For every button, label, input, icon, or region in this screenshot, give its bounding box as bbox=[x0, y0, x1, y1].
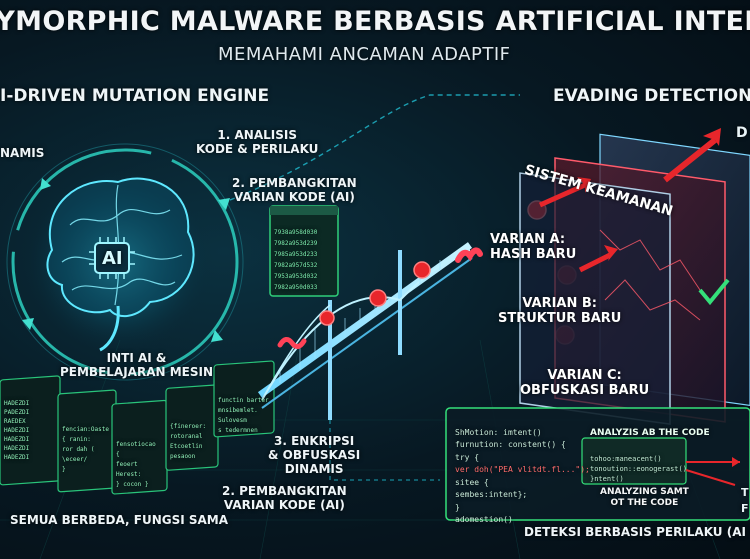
code-line: } bbox=[455, 502, 460, 512]
variant-b-label: VARIAN B: STRUKTUR BARU bbox=[498, 296, 622, 326]
ai-badge: AI bbox=[102, 248, 123, 269]
code-line: adomestion() bbox=[455, 515, 513, 524]
page-subtitle: MEMAHAMI ANCAMAN ADAPTIF bbox=[218, 44, 511, 65]
check-icon bbox=[698, 278, 730, 306]
edge-label-t: T bbox=[741, 486, 749, 499]
variant-a-label: VARIAN A: HASH BARU bbox=[490, 232, 577, 262]
step-3-label: 3. ENKRIPSI & OBFUSKASI DINAMIS bbox=[268, 434, 361, 476]
analysis-sub: ANALYZING SAMT OT THE CODE bbox=[600, 487, 689, 508]
right-section-heading: EVADING DETECTION bbox=[553, 86, 750, 106]
hex-line: 7985a953d233 bbox=[274, 251, 318, 258]
hex-line: 7982a957d532 bbox=[274, 262, 318, 269]
virus-icon bbox=[369, 289, 387, 307]
hex-line: 7953a953d032 bbox=[274, 273, 318, 280]
code-line: sitee { bbox=[455, 477, 489, 487]
ai-chip bbox=[94, 242, 130, 274]
ring-arrow-icon bbox=[22, 318, 34, 330]
red-arrows bbox=[538, 128, 721, 273]
behavior-code-block: ShMotion: imtent() furnution: constent()… bbox=[455, 414, 590, 527]
code-line: sembes:intent}; bbox=[455, 490, 528, 499]
hex-line: 7982a953d239 bbox=[274, 240, 318, 247]
hex-line: 7982a950d033 bbox=[274, 284, 318, 291]
edge-label-f: F bbox=[741, 502, 749, 515]
step-2-label: 2. PEMBANGKITAN VARIAN KODE (AI) bbox=[232, 176, 357, 204]
code-card-stack bbox=[0, 360, 275, 495]
code-line: furnution: constent() { bbox=[455, 440, 566, 449]
left-section-heading: I-DRIVEN MUTATION ENGINE bbox=[0, 86, 270, 106]
mutation-cycle-ring bbox=[6, 143, 244, 381]
worm-icon bbox=[455, 247, 483, 263]
ai-brain-illustration bbox=[23, 167, 213, 357]
code-line: tonoution::eonogerast() bbox=[590, 465, 687, 473]
card-3-text: fensotiocao { feoert Herest: } cocon } bbox=[116, 441, 156, 488]
variant-c-label: VARIAN C: OBFUSKASI BARU bbox=[520, 368, 650, 398]
code-line: ver doh("PEA vlitdt.fl..."); bbox=[455, 465, 590, 474]
behavior-detection-label: DETEKSI BERBASIS PERILAKU (AI & bbox=[524, 525, 750, 539]
card-5-text: functin barter mnsibemlet. Sulovesm s te… bbox=[218, 397, 269, 434]
hex-code-text: 7938a958d030 7982a953d239 7985a953d233 7… bbox=[274, 216, 317, 293]
card-2-text: fencian:Oaste { ranin: ror dah ( \eceer/… bbox=[62, 426, 109, 473]
code-line: ShMotion: imtent() bbox=[455, 427, 542, 437]
virus-icon bbox=[413, 261, 431, 279]
corner-label: D bbox=[736, 125, 748, 141]
card-1-text: HADEZDI PADEZDI RAEDEX HADEZDI HADEZDI H… bbox=[4, 400, 30, 461]
code-line: }ntent() bbox=[590, 475, 624, 483]
behavior-detection-panel bbox=[445, 407, 750, 521]
security-screens bbox=[519, 133, 750, 426]
hex-line: 7938a958d030 bbox=[274, 229, 318, 236]
code-line: tohoo:maneacent() bbox=[590, 455, 662, 463]
step-2-bottom-label: 2. PEMBANGKITAN VARIAN KODE (AI) bbox=[222, 484, 347, 512]
card-4-text: {fineroer: rotoranal Etcoetlin pesaoon bbox=[170, 423, 207, 460]
ring-arrow-icon bbox=[211, 330, 223, 342]
inner-code-block: tohoo:maneacent() tonoution::eonogerast(… bbox=[590, 444, 687, 484]
flow-line bbox=[329, 420, 440, 481]
ring-arrow-icon bbox=[218, 198, 230, 210]
worm-icon bbox=[277, 337, 307, 349]
hex-code-panel bbox=[269, 205, 339, 297]
ring-arrow-icon bbox=[40, 178, 51, 190]
virus-icon bbox=[319, 310, 335, 326]
page-title: LYMORPHIC MALWARE BERBASIS ARTIFICIAL IN… bbox=[0, 6, 750, 37]
ai-core-label: INTI AI & PEMBELAJARAN MESIN bbox=[60, 351, 213, 379]
footer-caption: SEMUA BERBEDA, FUNGSI SAMA bbox=[10, 513, 229, 527]
dynamic-label: NAMIS bbox=[0, 146, 45, 160]
analysis-title: ANALYZIS AB THE CODE bbox=[590, 428, 710, 438]
step-1-label: 1. ANALISIS KODE & PERILAKU bbox=[196, 128, 319, 156]
code-line: try { bbox=[455, 452, 480, 462]
